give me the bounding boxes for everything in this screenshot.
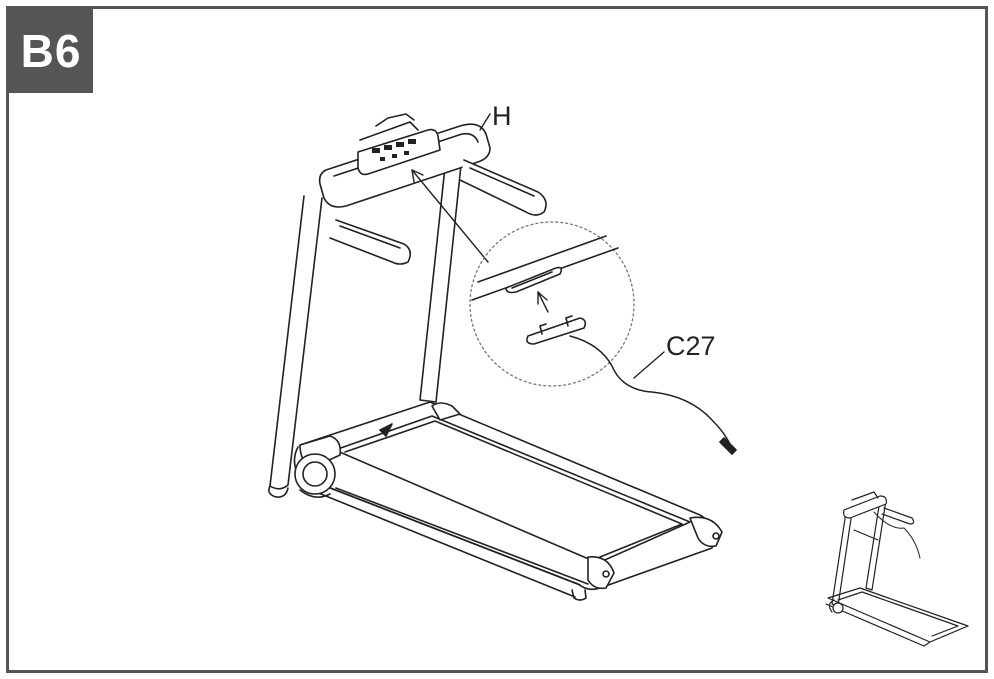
step-badge: B6	[9, 9, 93, 93]
treadmill-deck	[293, 401, 723, 601]
c27-connector	[526, 315, 737, 455]
treadmill-upright-left	[268, 195, 323, 498]
port-arrow	[411, 169, 489, 263]
treadmill-handlebar	[318, 113, 547, 265]
h-leader-line	[479, 113, 491, 131]
c27-leader-line	[633, 351, 665, 379]
page-frame	[6, 6, 988, 673]
treadmill-upright-right	[419, 155, 463, 403]
part-label-c27: C27	[666, 331, 716, 361]
folded-treadmill-thumbnail	[825, 491, 969, 647]
insert-arrow	[537, 291, 549, 313]
detail-circle	[469, 221, 635, 387]
part-label-h: H	[492, 101, 512, 131]
detail-console-underside	[471, 235, 619, 301]
